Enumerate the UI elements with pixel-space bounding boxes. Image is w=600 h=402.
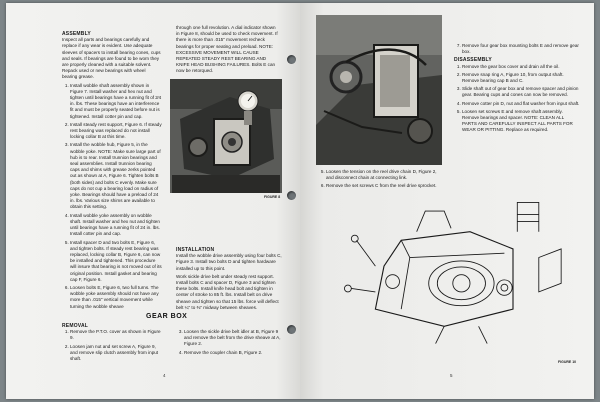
disassembly-step: Remove snap ring A, Figure 10, from outp… [462,72,580,84]
removal-steps-cont: Loosen the tension on the reel drive cha… [318,169,440,192]
figure-10-label: FIGURE 10 [558,360,577,364]
removal-step: Remove the coupler chain B, Figure 2. [184,350,282,356]
gearbox-photo-drawing [170,79,282,193]
removal-step: Loosen the sickle drive belt idler at B,… [184,329,282,348]
removal-heading: REMOVAL [62,323,89,329]
assembly-section: ASSEMBLY Inspect all parts and bearings … [62,31,162,312]
disassembly-step: Remove the gear box cover and drain all … [462,64,580,70]
installation-section: INSTALLATION Install the wobble drive as… [176,247,282,313]
page-number-left: 4 [163,373,166,378]
removal-step: Remove the P.T.O. cover as shown in Figu… [70,329,162,341]
reel-drive-drawing [316,15,442,165]
continued-text: through one full revolution. A dial indi… [176,25,278,74]
assembly-intro: Inspect all parts and bearings carefully… [62,37,161,80]
disassembly-step: Remove cotter pin D, nut and flat washer… [462,101,580,107]
assembly-heading: ASSEMBLY [62,31,91,37]
page-number-right: 5 [450,373,453,378]
assembly-step: Install wobble yoke assembly on wobble s… [70,213,162,238]
removal-step-7-list: Remove four gear box mounting bolts E an… [454,43,580,55]
disassembly-step: Slide shaft out of gear box and remove s… [462,86,580,98]
disassembly-step: Loosen set screws E and remove shaft ass… [462,109,580,134]
removal-step: Remove four gear box mounting bolts E an… [462,43,580,55]
removal-step: Loosen jam nut and set screw A, Figure 9… [70,344,162,363]
assembly-step: Install spacer D and two bolts E, Figure… [70,240,162,283]
disassembly-steps: Remove the gear box cover and drain all … [454,64,580,134]
disassembly-section: Remove four gear box mounting bolts E an… [454,43,580,136]
binder-hole [287,191,296,200]
removal-steps-a: Remove the P.T.O. cover as shown in Figu… [62,329,162,362]
figure-8-photo [170,79,282,193]
assembly-step: Install steady rest support, Figure 6. I… [70,122,162,141]
installation-heading: INSTALLATION [176,247,215,253]
binder-hole [287,325,296,334]
figure-8-label: FIGURE 8 [264,195,281,199]
figure-10-drawing [320,195,580,359]
removal-steps-b-block: Loosen the sickle drive belt idler at B,… [176,329,282,358]
removal-step: Remove the set screws C from the reel dr… [326,183,440,189]
removal-step: Loosen the tension on the reel drive cha… [326,169,440,181]
assembly-steps: Install wobble shaft assembly shown in F… [62,83,162,310]
reel-drive-photo [316,15,442,165]
disassembly-heading: DISASSEMBLY [454,57,492,64]
removal-section: REMOVAL Remove the P.T.O. cover as shown… [62,323,162,364]
gear-box-heading: GEAR BOX [146,313,188,320]
binder-hole [287,55,296,64]
assembly-step: Install wobble shaft assembly shown in F… [70,83,162,120]
assembly-step: Loosen bolts E, Figure 6, two full turns… [70,285,162,310]
installation-para-1: Install the wobble drive assembly using … [176,253,282,271]
gearbox-exploded-view [344,202,562,344]
assembly-step: Install the wobble hub, Figure 5, in the… [70,142,162,210]
installation-para-2: Work sickle drive belt under steady rest… [176,273,279,310]
removal-steps-mid: Loosen the tension on the reel drive cha… [318,169,440,190]
right-page: Loosen the tension on the reel drive cha… [300,3,594,399]
manual-spread: ASSEMBLY Inspect all parts and bearings … [6,3,594,399]
removal-steps-b: Loosen the sickle drive belt idler at B,… [176,329,282,356]
left-page: ASSEMBLY Inspect all parts and bearings … [6,3,300,399]
